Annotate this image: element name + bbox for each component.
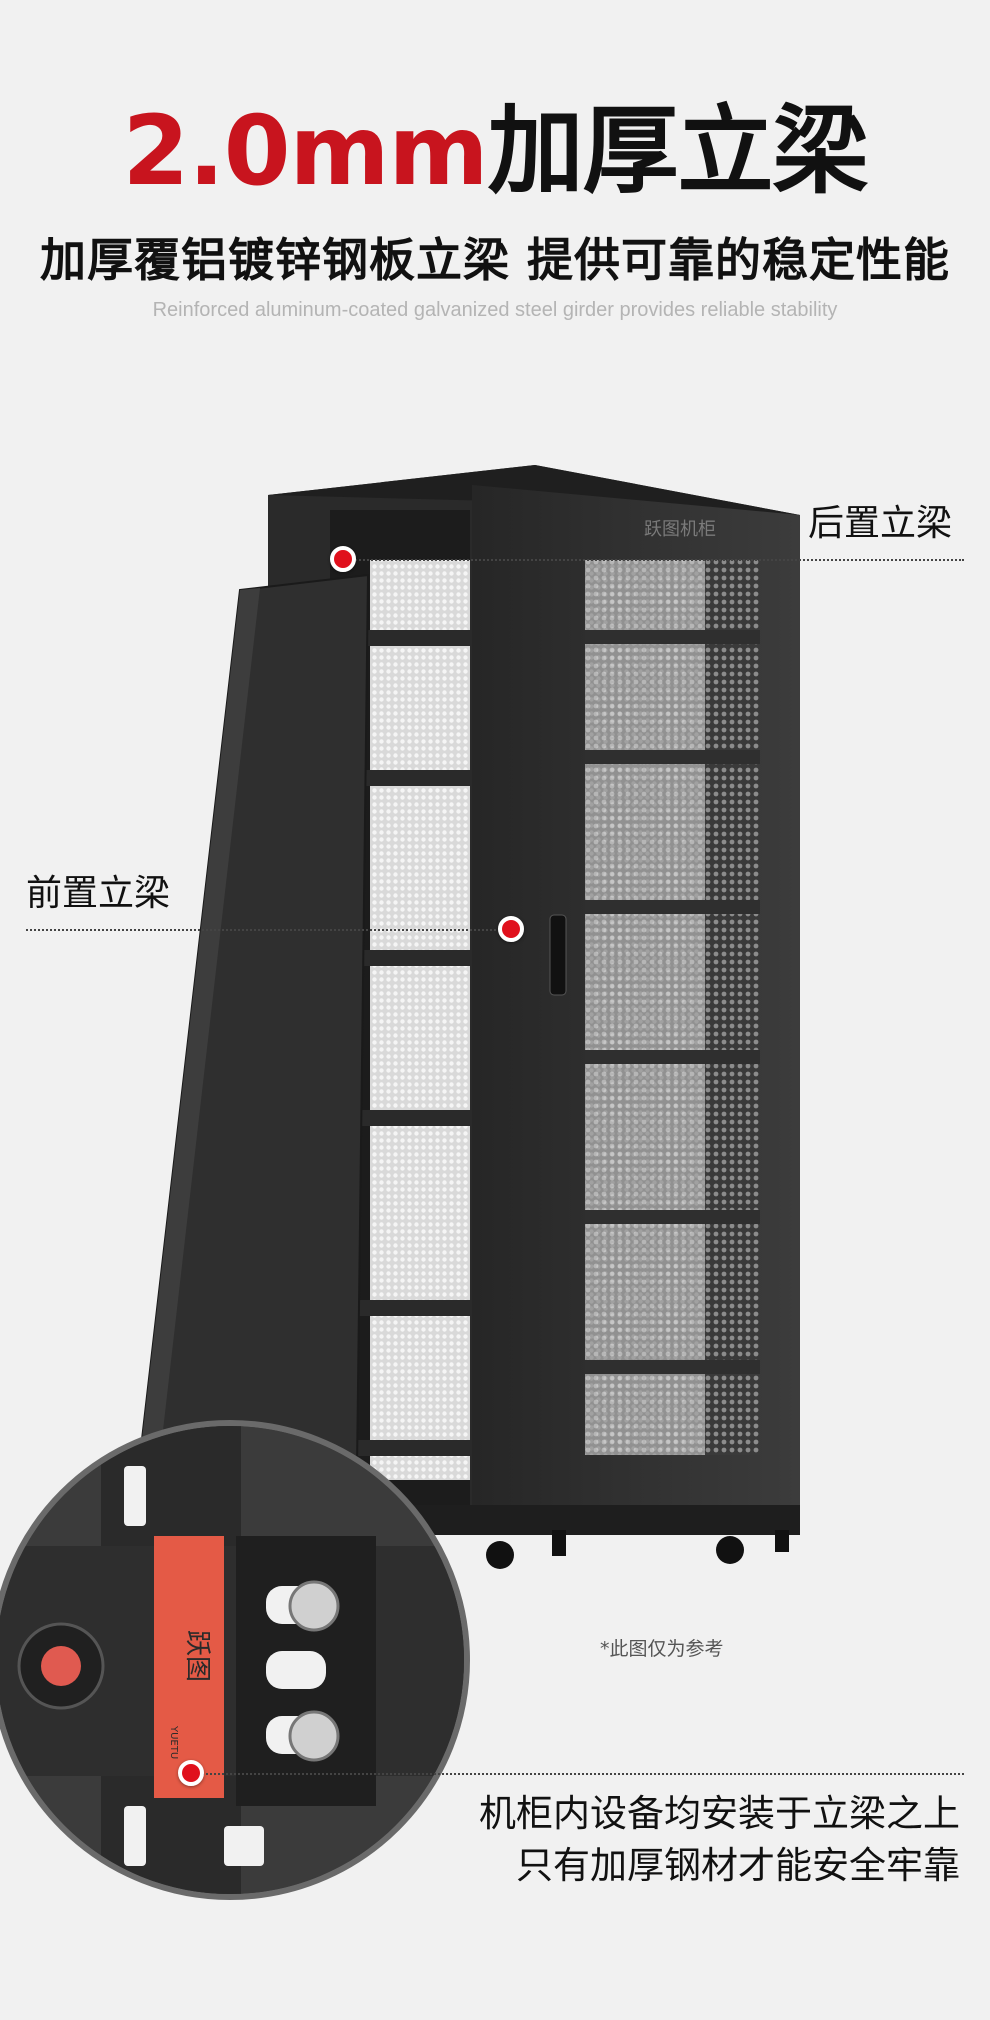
- title-highlight: 2.0mm: [122, 95, 488, 207]
- front-girder-label: 前置立梁: [26, 873, 171, 914]
- bottom-description: 机柜内设备均安装于立梁之上 只有加厚钢材才能安全牢靠: [479, 1788, 960, 1892]
- subtitle: 加厚覆铝镀锌钢板立梁 提供可靠的稳定性能: [39, 233, 950, 287]
- server-cabinet-illustration: 跃图机柜: [124, 465, 800, 1580]
- reference-note: *此图仅为参考: [600, 1638, 724, 1660]
- bottom-line-2: 只有加厚钢材才能安全牢靠: [516, 1844, 960, 1887]
- brand-mark: 跃图机柜: [644, 519, 716, 540]
- front-girder-marker: [498, 916, 524, 942]
- zoom-brand-logo: 跃图: [182, 1630, 212, 1682]
- subtitle-english: Reinforced aluminum-coated galvanized st…: [152, 299, 838, 321]
- zoom-leader: [190, 1773, 964, 1775]
- rear-girder-leader: [340, 559, 964, 561]
- page-title: 2.0mm加厚立梁: [0, 96, 990, 206]
- bottom-line-1: 机柜内设备均安装于立梁之上: [479, 1792, 960, 1835]
- rear-girder-marker: [330, 546, 356, 572]
- front-girder-leader: [26, 929, 516, 931]
- zoom-brand-small: YUETU: [168, 1725, 179, 1759]
- girder-closeup-image: 跃图 YUETU: [0, 1426, 464, 1894]
- girder-zoom-detail: 跃图 YUETU: [0, 1420, 470, 1900]
- zoom-marker: [178, 1760, 204, 1786]
- rear-girder-label: 后置立梁: [808, 503, 953, 544]
- title-main: 加厚立梁: [487, 95, 869, 207]
